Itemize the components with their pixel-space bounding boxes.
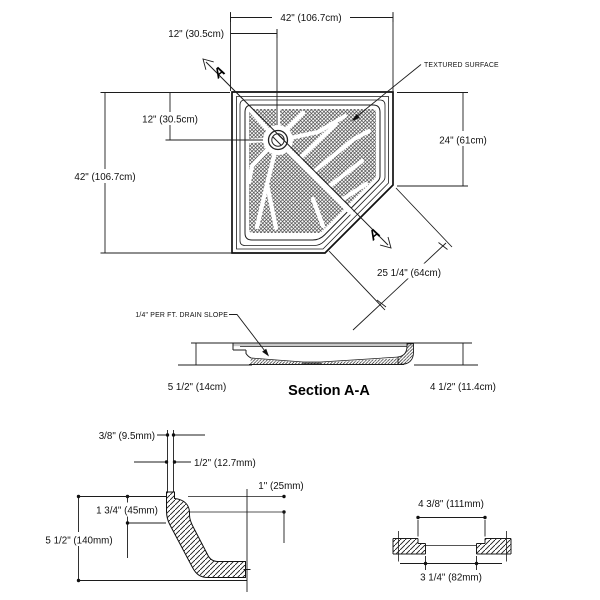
section-dim-left-label: 5 1/2" (14cm) [168, 382, 226, 393]
dim-top-drain-offset-label: 12" (30.5cm) [168, 29, 224, 40]
drain-slope-callout: 1/4" PER FT. DRAIN SLOPE [135, 312, 269, 357]
right-rim-section [397, 343, 414, 365]
dim-diagonal-label: 25 1/4" (64cm) [377, 268, 441, 279]
textured-surface-callout: TEXTURED SURFACE [352, 62, 499, 121]
dim-overall-height-label: 5 1/2" (140mm) [45, 536, 112, 547]
dim-inner-step: 1" (25mm) [258, 481, 304, 543]
section-arrow-bottom [379, 236, 392, 249]
label-mask [366, 263, 453, 279]
section-dim-right-label: 4 1/2" (11.4cm) [430, 382, 496, 393]
deck-band [233, 343, 414, 347]
leader-arrowhead [352, 113, 360, 121]
plan-view: A A 42" (106.7cm) 12" (30.5cm) 42" (106.… [68, 12, 499, 331]
dim-right-wall: 24" (61cm) [397, 92, 494, 187]
section-dim-right: 4 1/2" (11.4cm) [414, 342, 496, 393]
label-mask [433, 131, 494, 146]
dim-opening-label: 3 1/4" (82mm) [420, 573, 482, 584]
dim-flange-label: 4 3/8" (111mm) [418, 499, 484, 510]
floor-slab-hatch [250, 358, 403, 364]
dim-right-wall-label: 24" (61cm) [439, 136, 487, 147]
dim-overall-height: 5 1/2" (140mm) [40, 494, 247, 583]
base-rim-line [236, 96, 389, 250]
leader-arrowhead [262, 348, 269, 357]
flange-hatch-right [476, 538, 511, 554]
dim-outer-ledge-label: 1 3/4" (45mm) [96, 506, 158, 517]
dim-top-width: 42" (106.7cm) [230, 12, 394, 91]
section-marker-a-bottom: A [364, 225, 383, 244]
drain-slope-label: 1/4" PER FT. DRAIN SLOPE [135, 312, 228, 319]
label-mask [90, 502, 164, 517]
threshold-wall-section [166, 491, 246, 578]
textured-surface-label: TEXTURED SURFACE [424, 62, 499, 69]
dim-left-height: 42" (106.7cm) [68, 92, 232, 254]
dim-inner-step-label: 1" (25mm) [258, 481, 303, 492]
dim-outer-ledge: 1 3/4" (45mm) [90, 494, 166, 558]
floor-boundary [244, 104, 381, 241]
dim-lip-top-label: 3/8" (9.5mm) [99, 431, 155, 442]
drain-slope-channels [246, 107, 372, 231]
dim-left-height-label: 42" (106.7cm) [74, 172, 135, 183]
dim-flange: 4 3/8" (111mm) [416, 499, 487, 537]
dim-left-drain-offset: 12" (30.5cm) [133, 92, 207, 141]
dim-diagonal-front: 25 1/4" (64cm) [328, 187, 453, 331]
label-mask [133, 112, 207, 125]
section-marker-a-top: A [209, 63, 228, 82]
dim-lip-lower: 1/2" (12.7mm) [134, 458, 256, 469]
dim-lip-top: 3/8" (9.5mm) [99, 431, 205, 442]
section-title: Section A-A [288, 383, 370, 399]
drain-flange-detail: 4 3/8" (111mm) 3 1/4" (82mm) [392, 499, 512, 584]
drain [263, 125, 293, 155]
section-view: 1/4" PER FT. DRAIN SLOPE 5 1/2" (14cm) 4… [135, 312, 496, 399]
base-rim-inner-line [239, 99, 386, 246]
flange-hatch-left [393, 538, 426, 554]
threshold-detail: 3/8" (9.5mm) 1/2" (12.7mm) 1" (25mm) 1 3… [40, 430, 304, 592]
dim-opening: 3 1/4" (82mm) [400, 556, 502, 584]
label-mask [68, 169, 143, 183]
dim-left-drain-offset-label: 12" (30.5cm) [142, 115, 198, 126]
dim-top-width-label: 42" (106.7cm) [280, 13, 341, 24]
base-outer-outline [231, 91, 394, 254]
section-arrow-top [202, 58, 214, 70]
dim-top-drain-offset: 12" (30.5cm) [168, 29, 278, 40]
label-mask [40, 532, 118, 546]
dim-lip-lower-label: 1/2" (12.7mm) [194, 458, 256, 469]
section-dim-left: 5 1/2" (14cm) [168, 342, 252, 393]
